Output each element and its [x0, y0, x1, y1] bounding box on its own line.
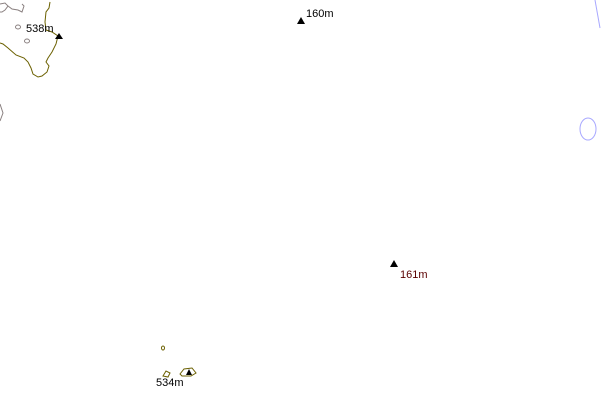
island	[24, 38, 30, 44]
river	[594, 0, 601, 29]
peak-label: 161m	[400, 269, 428, 281]
coastline	[0, 1, 59, 78]
triangle-peak-icon[interactable]	[390, 260, 398, 267]
peak-label: 160m	[306, 8, 334, 20]
triangle-peak-icon[interactable]	[297, 17, 305, 24]
triangle-peak-icon[interactable]	[55, 33, 63, 39]
border-line	[0, 2, 25, 122]
peak-label: 538m	[26, 23, 54, 35]
island	[15, 24, 21, 30]
island	[179, 367, 197, 377]
island	[162, 370, 171, 378]
peak-label: 534m	[156, 377, 184, 389]
lake	[579, 117, 597, 141]
island	[161, 345, 165, 351]
triangle-peak-icon[interactable]	[186, 369, 192, 375]
